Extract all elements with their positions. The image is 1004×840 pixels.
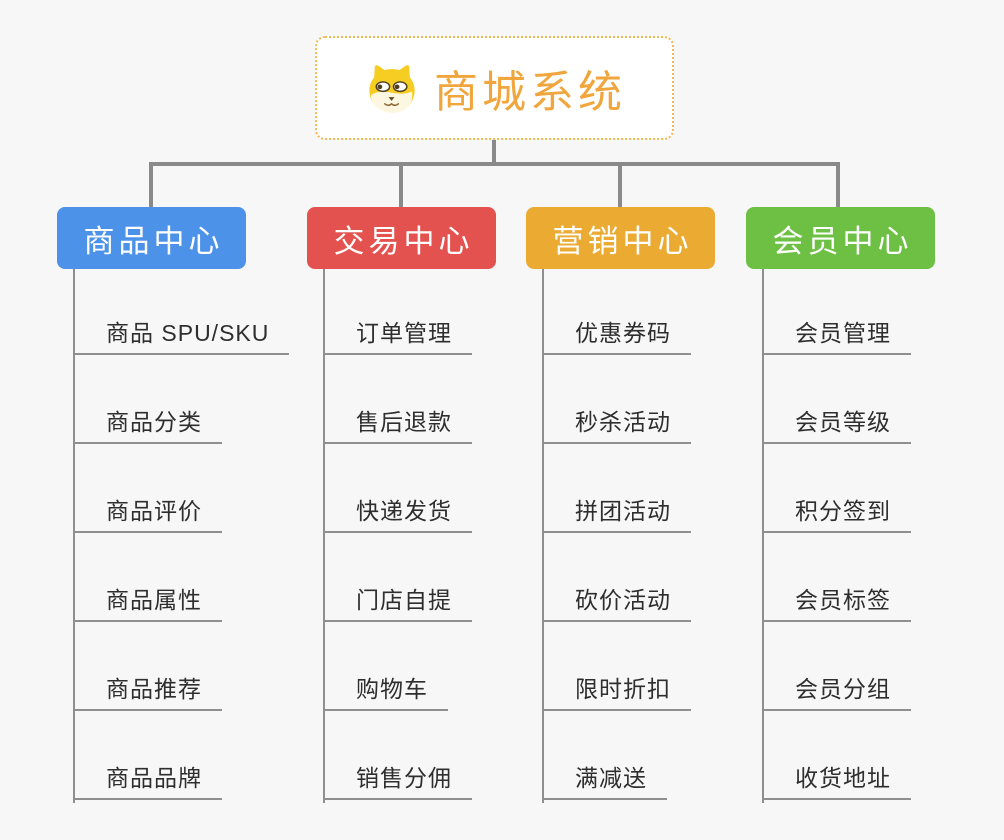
leaf-node[interactable]: 订单管理: [323, 313, 472, 355]
root-connector-line: [492, 140, 496, 166]
leaf-node[interactable]: 会员管理: [762, 313, 911, 355]
leaf-node[interactable]: 会员分组: [762, 669, 911, 711]
branch-node-member-center[interactable]: 会员中心: [746, 207, 935, 269]
leaf-node[interactable]: 秒杀活动: [542, 402, 691, 444]
branch-drop-line: [149, 162, 153, 208]
branch-column-marketing: 营销中心 优惠券码 秒杀活动 拼团活动 砍价活动 限时折扣 满减送: [526, 207, 766, 807]
branch-bus-line: [149, 162, 840, 166]
leaf-node[interactable]: 商品属性: [73, 580, 222, 622]
leaf-node[interactable]: 商品品牌: [73, 758, 222, 800]
leaf-node[interactable]: 售后退款: [323, 402, 472, 444]
leaf-node[interactable]: 会员等级: [762, 402, 911, 444]
branch-node-marketing-center[interactable]: 营销中心: [526, 207, 715, 269]
leaf-node[interactable]: 商品 SPU/SKU: [73, 313, 290, 355]
leaf-node[interactable]: 商品评价: [73, 491, 222, 533]
leaf-node[interactable]: 商品推荐: [73, 669, 222, 711]
root-title: 商城系统: [434, 68, 626, 117]
leaf-node[interactable]: 拼团活动: [542, 491, 691, 533]
leaf-node[interactable]: 购物车: [323, 669, 448, 711]
leaf-node[interactable]: 商品分类: [73, 402, 222, 444]
branch-node-trade-center[interactable]: 交易中心: [307, 207, 496, 269]
leaf-node[interactable]: 优惠券码: [542, 313, 691, 355]
branch-drop-line: [618, 162, 622, 208]
leaf-node[interactable]: 收货地址: [762, 758, 911, 800]
leaf-node[interactable]: 会员标签: [762, 580, 911, 622]
leaf-node[interactable]: 满减送: [542, 758, 667, 800]
branch-column-trade: 交易中心 订单管理 售后退款 快递发货 门店自提 购物车 销售分佣: [307, 207, 547, 807]
leaf-node[interactable]: 销售分佣: [323, 758, 472, 800]
leaf-node[interactable]: 积分签到: [762, 491, 911, 533]
leaf-node[interactable]: 门店自提: [323, 580, 472, 622]
leaf-node[interactable]: 砍价活动: [542, 580, 691, 622]
branch-spine-line: [73, 269, 75, 803]
leaf-node[interactable]: 快递发货: [323, 491, 472, 533]
branch-spine-line: [542, 269, 544, 803]
root-node[interactable]: 商城系统: [315, 36, 674, 140]
branch-drop-line: [836, 162, 840, 208]
branch-column-product: 商品中心 商品 SPU/SKU 商品分类 商品评价 商品属性 商品推荐 商品品牌: [57, 207, 297, 807]
branch-column-member: 会员中心 会员管理 会员等级 积分签到 会员标签 会员分组 收货地址: [746, 207, 986, 807]
branch-drop-line: [399, 162, 403, 208]
branch-spine-line: [762, 269, 764, 803]
leaf-node[interactable]: 限时折扣: [542, 669, 691, 711]
branch-spine-line: [323, 269, 325, 803]
branch-node-product-center[interactable]: 商品中心: [57, 207, 246, 269]
dog-face-icon: [369, 65, 415, 113]
